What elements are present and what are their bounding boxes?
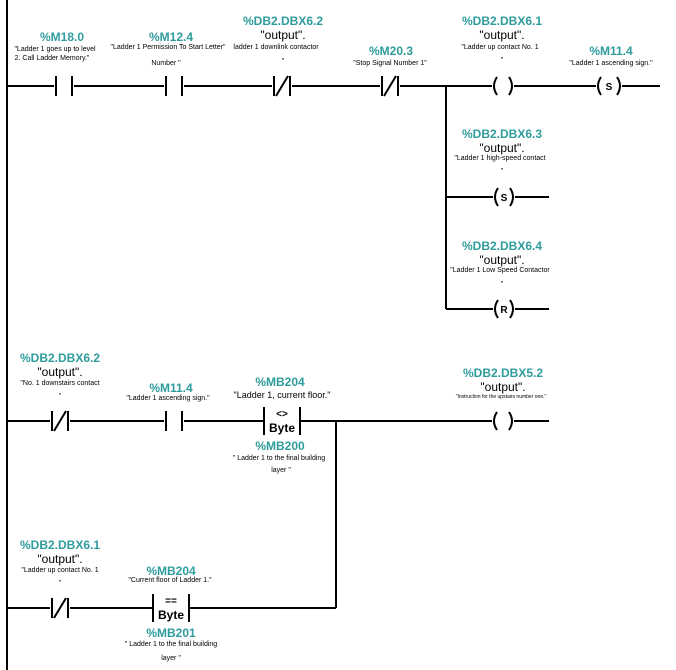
n2-dbx52-symbol: "output". — [480, 380, 526, 394]
n1-m18-address: %M18.0 — [39, 30, 85, 44]
n1-m12-comment-line2: Number " — [151, 60, 181, 67]
n1-dbx62-address: %DB2.DBX6.2 — [242, 14, 324, 28]
n1-coil-dbx61-left — [493, 76, 498, 96]
n2-contact-m114-symbol — [165, 411, 183, 431]
n1-dbx63-address: %DB2.DBX6.3 — [461, 127, 543, 141]
n2-cmp-eq-bottom-comment-line2: layer " — [161, 655, 181, 662]
n2-dbx61-comment-line2: " — [58, 580, 62, 587]
n2-m114-comment: "Ladder 1 ascending sign." — [126, 395, 210, 402]
n1-coil-dbx61-right — [508, 76, 513, 96]
n2-m114-address: %M11.4 — [149, 381, 193, 395]
n2-cmp-ne-type: Byte — [269, 421, 295, 435]
n1-contact-m203-symbol — [381, 75, 399, 97]
n1-contact-m12-symbol — [165, 76, 183, 96]
n1-contact-m18-symbol — [55, 76, 73, 96]
n1-dbx63-comment-line1: "Ladder 1 high-speed contact — [454, 155, 546, 162]
n1-m203-address: %M20.3 — [368, 44, 414, 58]
n2-cmp-eq-top-address: %MB204 — [146, 564, 196, 578]
n1-coil-dbx64-letter: R — [500, 305, 508, 316]
n1-dbx64-comment-line1: "Ladder 1 Low Speed Contactor — [450, 267, 550, 274]
n1-dbx64-symbol: "output". — [479, 253, 525, 267]
n2-dbx61-address: %DB2.DBX6.1 — [19, 538, 101, 552]
n1-coil-m114-letter: S — [606, 82, 613, 93]
n2-cmp-eq-bottom-address: %MB201 — [146, 626, 196, 640]
n2-contact-dbx61-symbol — [51, 597, 69, 619]
n1-dbx64-comment-line2: " — [500, 281, 504, 288]
n1-m18-comment-line2: 2. Call Ladder Memory." — [14, 55, 90, 62]
n2-cmp-ne-bottom-address: %MB200 — [255, 439, 305, 453]
n1-m203-comment: "Stop Signal Number 1" — [353, 60, 427, 67]
n1-dbx61-comment-line2: " — [500, 57, 504, 64]
n2-cmp-eq-type: Byte — [158, 608, 184, 622]
n1-dbx63-symbol: "output". — [479, 141, 525, 155]
n1-coil-dbx63-letter: S — [501, 193, 508, 204]
n2-cmp-ne-op: <> — [276, 409, 288, 420]
n2-cmp-ne-top-comment: "Ladder 1, current floor." — [233, 390, 331, 400]
n2-dbx62-comment-line2: " — [58, 393, 62, 400]
n1-m12-address: %M12.4 — [148, 30, 194, 44]
n2-dbx61-symbol: "output". — [37, 552, 83, 566]
n1-m12-comment-line1: "Ladder 1 Permission To Start Letter" — [110, 44, 226, 51]
n2-dbx52-address: %DB2.DBX5.2 — [462, 366, 544, 380]
n2-dbx61-comment-line1: "Ladder up contact No. 1 — [21, 567, 99, 574]
n1-dbx61-comment-line1: "Ladder up contact No. 1 — [461, 44, 539, 51]
n2-cmp-eq-top-comment: "Current floor of Ladder 1." — [128, 577, 212, 584]
n1-m114-address: %M11.4 — [589, 44, 633, 58]
n2-cmp-eq-op: == — [165, 596, 177, 607]
n1-dbx62-symbol: "output". — [260, 28, 306, 42]
n1-contact-dbx62-symbol — [273, 75, 291, 97]
n1-dbx63-comment-line2: " — [500, 168, 504, 175]
n1-dbx61-symbol: "output". — [479, 28, 525, 42]
n1-coil-m114-right — [616, 76, 621, 96]
n2-dbx62-comment-line1: "No. 1 downstairs contact — [20, 380, 100, 387]
n2-dbx52-comment: "Instruction for the upstairs number one… — [455, 394, 547, 400]
n2-cmp-ne-top-address: %MB204 — [255, 375, 305, 389]
n2-cmp-eq-bottom-comment-line1: " Ladder 1 to the final building — [124, 641, 218, 648]
n2-cmp-ne-bottom-comment-line1: " Ladder 1 to the final building — [232, 455, 326, 462]
n2-dbx62-symbol: "output". — [37, 365, 83, 379]
n1-dbx61-address: %DB2.DBX6.1 — [461, 14, 543, 28]
n1-dbx64-address: %DB2.DBX6.4 — [461, 239, 543, 253]
n1-dbx62-comment-line2: " — [281, 58, 285, 65]
n2-contact-dbx62-symbol — [51, 410, 69, 432]
n2-cmp-ne-bottom-comment-line2: layer " — [271, 467, 291, 474]
n1-dbx62-comment-line1: ladder 1 downlink contactor — [233, 44, 319, 51]
n1-m114-comment: "Ladder 1 ascending sign." — [569, 60, 653, 67]
n1-m18-comment-line1: "Ladder 1 goes up to level — [14, 46, 96, 53]
n1-coil-m114-left — [597, 76, 602, 96]
n2-dbx62-address: %DB2.DBX6.2 — [19, 351, 101, 365]
